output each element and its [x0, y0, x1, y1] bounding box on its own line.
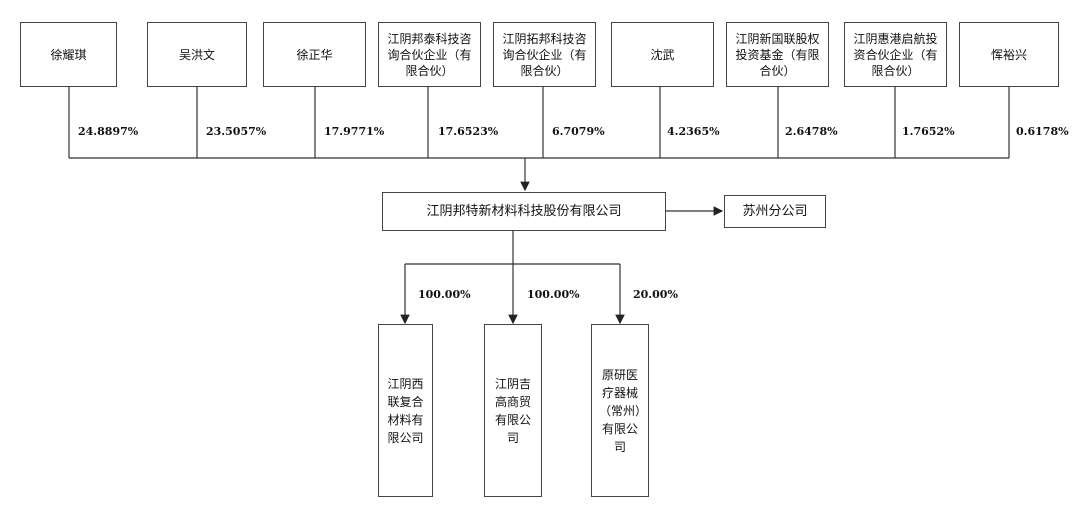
subsidiary-name: 江阴西联复合材料有限公司 [387, 376, 424, 445]
branch-box: 苏州分公司 [724, 195, 826, 228]
share-percentage: 24.8897% [78, 125, 139, 138]
share-percentage: 2.6478% [785, 125, 838, 138]
shareholder-box: 徐正华 [263, 22, 366, 87]
company-name: 江阴邦特新材料科技股份有限公司 [426, 203, 622, 219]
subsidiary-name: 原研医疗器械（常州）有限公司 [598, 367, 641, 454]
share-percentage: 17.9771% [324, 125, 385, 138]
shareholder-box: 江阴惠港启航投资合伙企业（有限合伙） [844, 22, 947, 87]
shareholder-name: 徐耀琪 [50, 47, 87, 62]
shareholder-name: 沈武 [650, 47, 675, 62]
shareholder-name: 徐正华 [296, 47, 333, 62]
company-box: 江阴邦特新材料科技股份有限公司 [382, 192, 666, 231]
shareholder-name: 江阴邦泰科技咨询合伙企业（有限合伙） [387, 31, 472, 78]
subsidiary-box: 江阴吉高商贸有限公司 [484, 324, 542, 497]
share-percentage: 0.6178% [1016, 125, 1069, 138]
share-percentage: 23.5057% [206, 125, 267, 138]
shareholder-box: 江阴邦泰科技咨询合伙企业（有限合伙） [378, 22, 481, 87]
subsidiary-name: 江阴吉高商贸有限公司 [494, 376, 531, 445]
shareholder-name: 吴洪文 [178, 47, 215, 62]
branch-name: 苏州分公司 [742, 203, 808, 219]
share-percentage: 1.7652% [902, 125, 955, 138]
subsidiary-box: 原研医疗器械（常州）有限公司 [591, 324, 649, 497]
shareholder-box: 江阴新国联股权投资基金（有限合伙） [726, 22, 829, 87]
shareholder-box: 徐耀琪 [20, 22, 117, 87]
subsidiary-percentage: 100.00% [527, 288, 580, 301]
subsidiary-box: 江阴西联复合材料有限公司 [378, 324, 433, 497]
share-percentage: 17.6523% [438, 125, 499, 138]
shareholder-box: 恽裕兴 [959, 22, 1059, 87]
shareholder-name: 江阴惠港启航投资合伙企业（有限合伙） [853, 31, 938, 78]
share-percentage: 4.2365% [667, 125, 720, 138]
shareholder-name: 恽裕兴 [990, 47, 1027, 62]
shareholder-box: 沈武 [611, 22, 714, 87]
subsidiary-percentage: 100.00% [418, 288, 471, 301]
shareholder-name: 江阴新国联股权投资基金（有限合伙） [735, 31, 820, 78]
shareholder-box: 江阴拓邦科技咨询合伙企业（有限合伙） [493, 22, 596, 87]
share-percentage: 6.7079% [552, 125, 605, 138]
shareholder-name: 江阴拓邦科技咨询合伙企业（有限合伙） [502, 31, 587, 78]
subsidiary-percentage: 20.00% [633, 288, 678, 301]
shareholder-box: 吴洪文 [147, 22, 247, 87]
